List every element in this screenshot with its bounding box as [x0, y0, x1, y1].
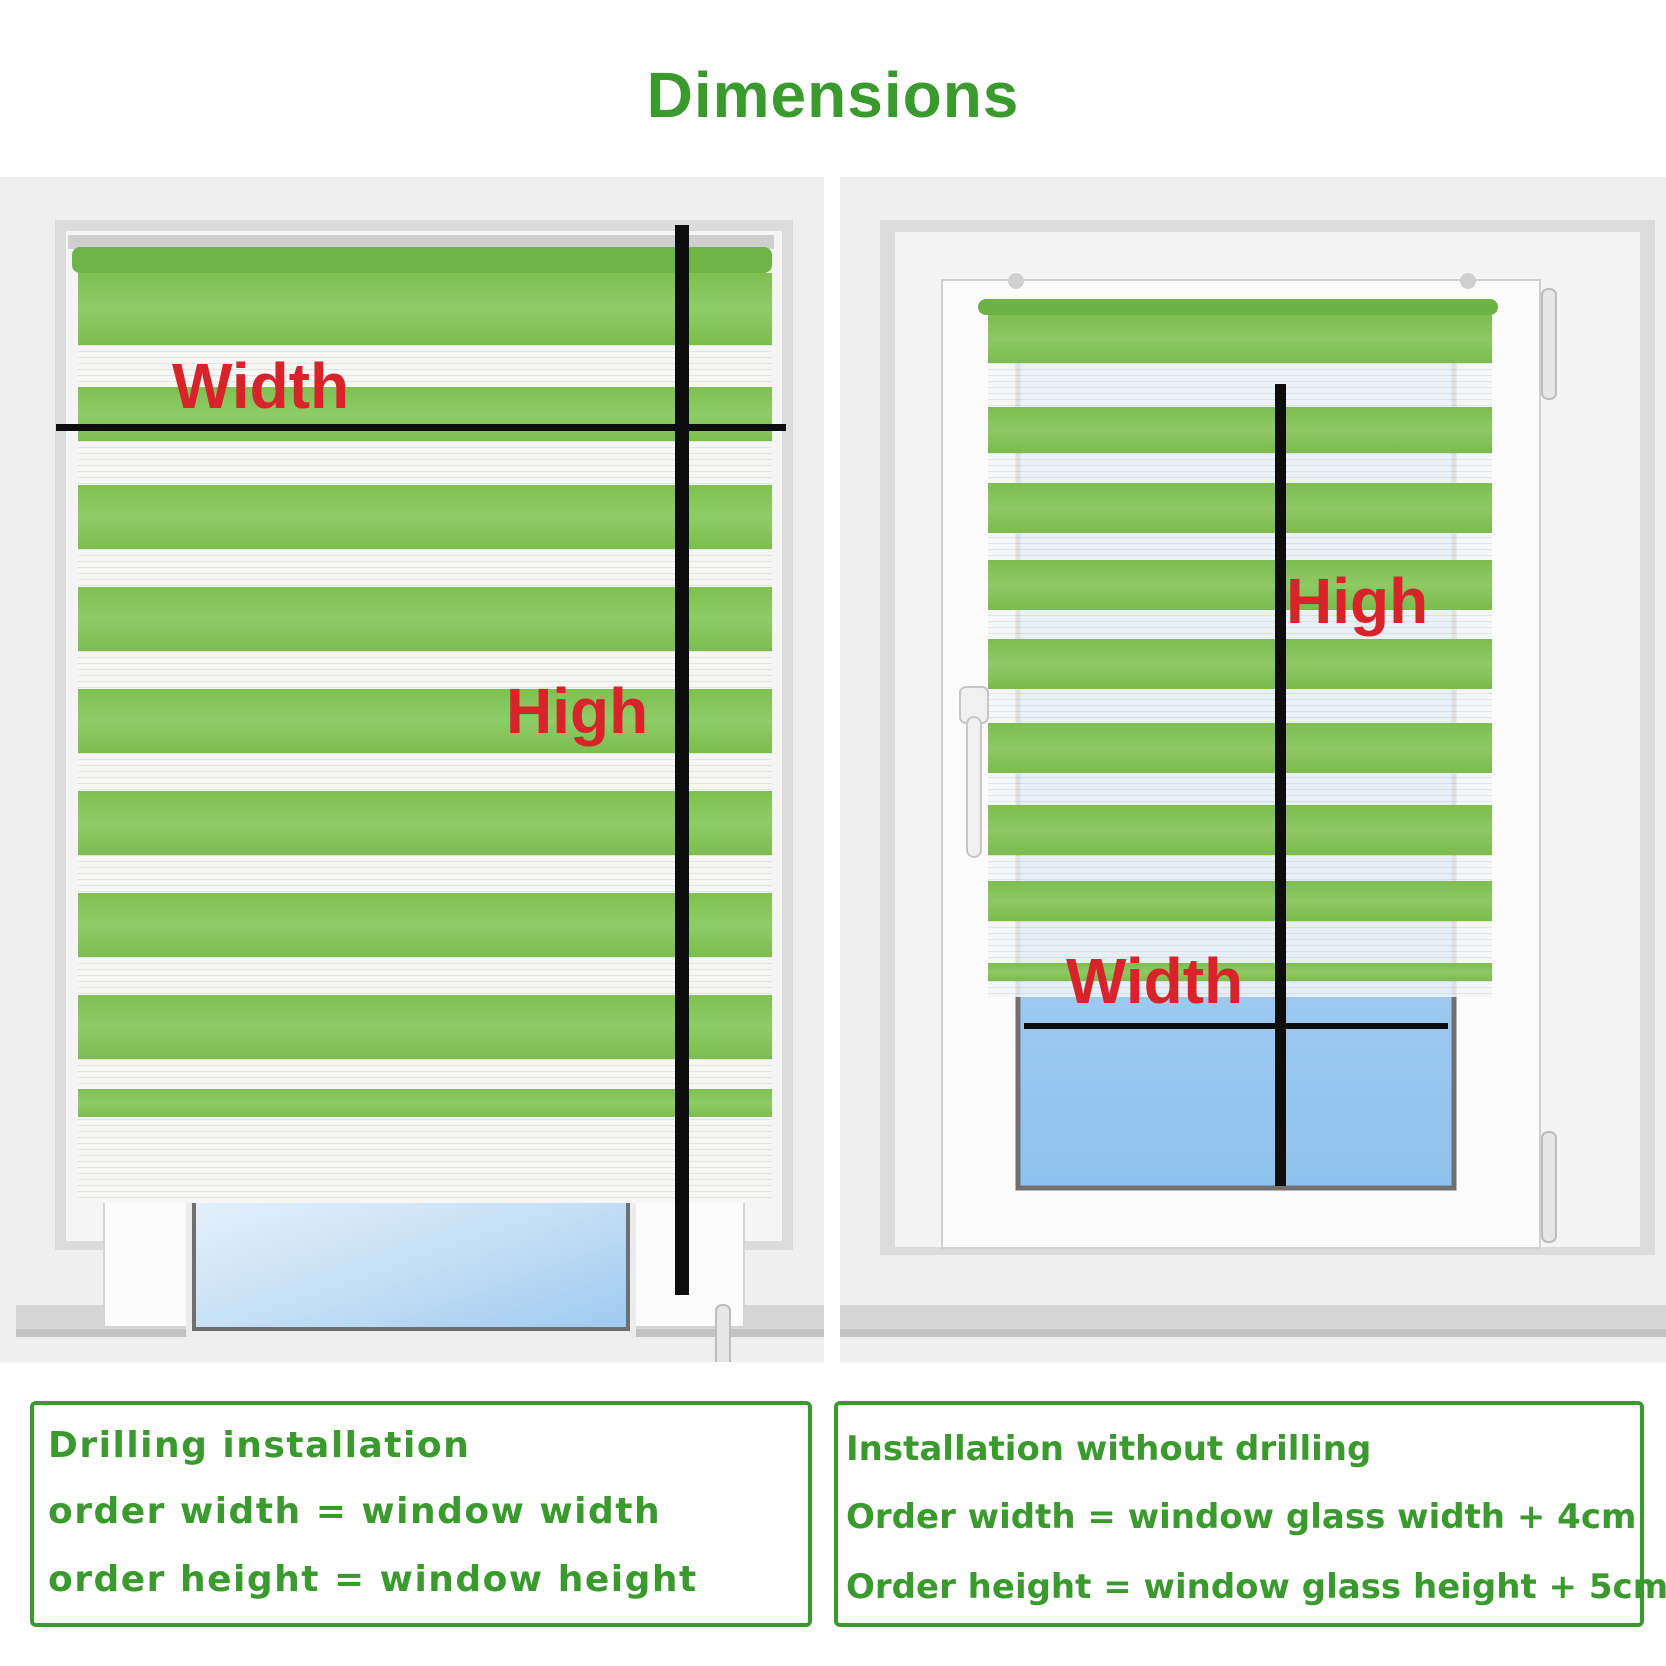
no-drilling-window-illustration: Width High: [840, 177, 1666, 1362]
no-drilling-height-rule: Order height = window glass height + 5cm: [846, 1567, 1666, 1607]
drilling-heading: Drilling installation: [48, 1425, 471, 1466]
height-label: High: [1286, 565, 1429, 637]
page-title: Dimensions: [646, 59, 1020, 131]
no-drilling-installation-box: Installation without drilling Order widt…: [834, 1401, 1666, 1627]
width-label: Width: [172, 350, 350, 422]
drilling-installation-box: Drilling installation order width = wind…: [30, 1401, 812, 1627]
drilling-window-illustration: Width High: [0, 177, 824, 1362]
height-label: High: [506, 675, 649, 747]
drilling-width-rule: order width = window width: [48, 1491, 662, 1532]
drilling-height-rule: order height = window height: [48, 1559, 698, 1600]
no-drilling-width-rule: Order width = window glass width + 4cm: [846, 1497, 1637, 1537]
no-drilling-heading: Installation without drilling: [846, 1429, 1372, 1469]
width-label: Width: [1066, 945, 1244, 1017]
